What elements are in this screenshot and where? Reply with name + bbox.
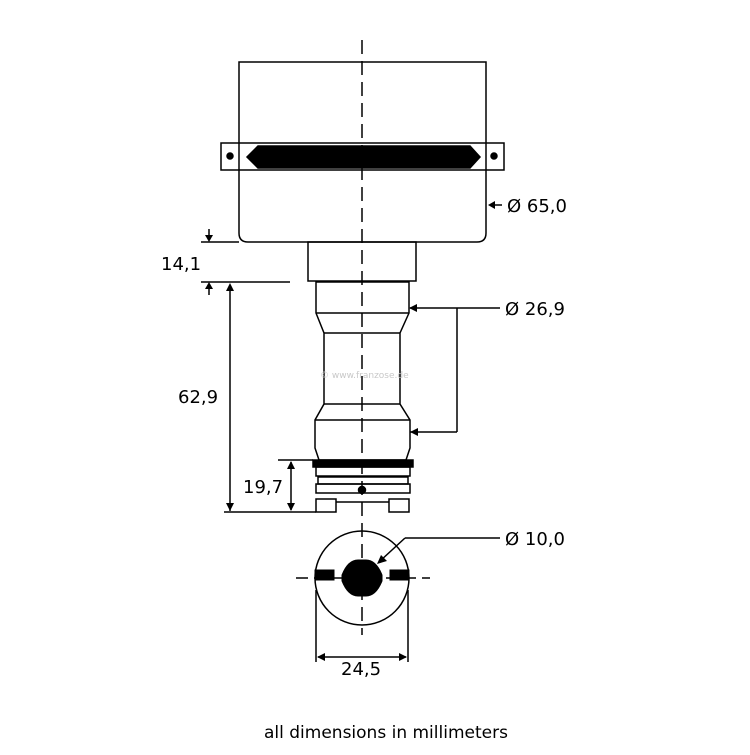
label-shaft-diameter: Ø 10,0 <box>505 529 565 550</box>
distributor-cap <box>220 61 505 243</box>
caption: all dimensions in millimeters <box>264 723 508 743</box>
label-base-height: 19,7 <box>243 477 283 498</box>
label-cap-diameter: Ø 65,0 <box>507 196 567 217</box>
dim-base-width-lines <box>315 590 409 662</box>
watermark: © www.franzose.de <box>320 371 409 381</box>
label-body-diameter: Ø 26,9 <box>505 299 565 320</box>
dim-base-height-lines <box>278 459 313 511</box>
dim-collar-height-lines <box>201 229 290 295</box>
label-base-width: 24,5 <box>341 659 381 680</box>
dim-cap-diameter-leader <box>488 201 502 209</box>
bottom-view <box>296 530 430 626</box>
cap-slot <box>245 145 482 169</box>
label-collar-height: 14,1 <box>161 254 201 275</box>
label-body-height: 62,9 <box>178 387 218 408</box>
cap-clamp-bar <box>220 142 505 171</box>
dim-body-height-lines <box>224 283 316 513</box>
collar <box>307 241 417 282</box>
base-coupling <box>312 459 414 513</box>
dim-body-diameter-leader <box>409 304 500 436</box>
dim-shaft-diameter-leader <box>377 537 500 564</box>
